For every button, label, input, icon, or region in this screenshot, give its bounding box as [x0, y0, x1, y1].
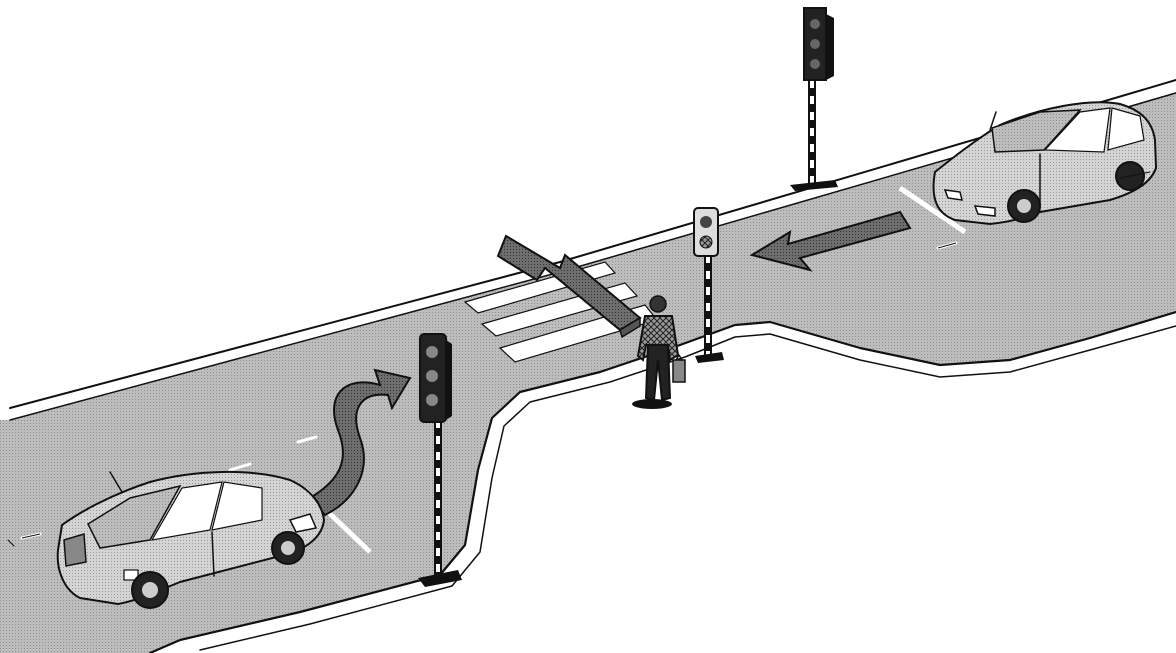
person-icon [632, 295, 686, 409]
sketch-marks [7, 171, 1151, 547]
curved-arrow-icon [308, 368, 412, 517]
traffic-light-icon [790, 7, 838, 191]
car-icon [56, 471, 326, 609]
car-icon [932, 101, 1158, 226]
lane-arrow-icon [749, 210, 912, 272]
pedestrian-light-icon [693, 207, 724, 363]
arrow-icon [496, 234, 642, 339]
traffic-light-icon [418, 333, 462, 587]
